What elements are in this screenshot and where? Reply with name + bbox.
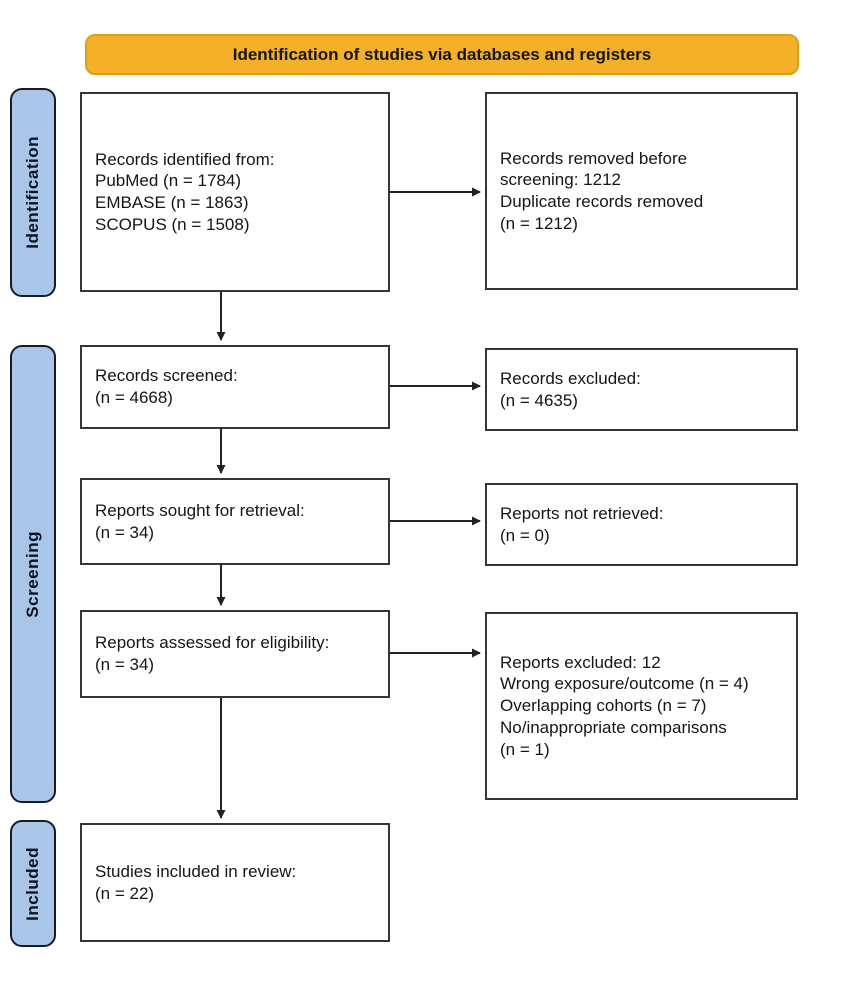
stage-label-identification-text: Identification xyxy=(23,136,42,249)
box-records-excluded: Records excluded: (n = 4635) xyxy=(485,348,798,431)
diagram-title: Identification of studies via databases … xyxy=(232,44,652,64)
stage-label-screening: Screening xyxy=(10,345,56,803)
box-records-removed-before-screening: Records removed before screening: 1212 D… xyxy=(485,92,798,290)
stage-label-included: Included xyxy=(10,820,56,947)
stage-label-included-text: Included xyxy=(23,846,42,921)
box-reports-sought-for-retrieval: Reports sought for retrieval: (n = 34) xyxy=(80,478,390,565)
box-studies-included-in-review: Studies included in review: (n = 22) xyxy=(80,823,390,942)
box-reports-assessed-for-eligibility: Reports assessed for eligibility: (n = 3… xyxy=(80,610,390,698)
box-records-identified: Records identified from: PubMed (n = 178… xyxy=(80,92,390,292)
stage-label-screening-text: Screening xyxy=(23,530,42,618)
box-records-screened: Records screened: (n = 4668) xyxy=(80,345,390,429)
box-reports-excluded-reasons: Reports excluded: 12 Wrong exposure/outc… xyxy=(485,612,798,800)
box-reports-not-retrieved: Reports not retrieved: (n = 0) xyxy=(485,483,798,566)
diagram-title-banner: Identification of studies via databases … xyxy=(85,34,799,75)
stage-label-identification: Identification xyxy=(10,88,56,297)
